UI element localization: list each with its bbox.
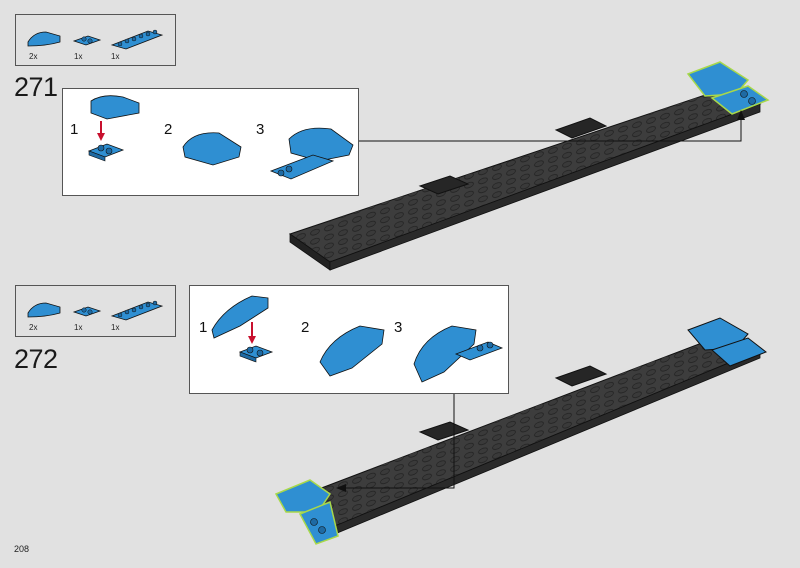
part-qty: 2x (29, 52, 38, 61)
curved-slope-brick-icon (27, 302, 61, 318)
sub-step-number: 1 (199, 319, 208, 336)
callout-line-271 (358, 116, 742, 142)
curved-slope-brick-icon (211, 295, 269, 339)
part-qty: 1x (111, 52, 120, 61)
callout-arrowhead-icon (336, 484, 346, 492)
curved-slope-and-plate-icon (413, 325, 504, 383)
parts-list-272: 2x 1x 1x (15, 285, 176, 337)
plate-1x2-icon (72, 35, 102, 46)
parts-list-271: 2x 1x 1x (15, 14, 176, 66)
red-arrowhead-icon (248, 336, 256, 344)
part-qty: 1x (74, 52, 83, 61)
part-qty: 1x (111, 323, 120, 332)
page-number: 208 (14, 544, 30, 554)
curved-slope-brick-icon (182, 132, 242, 166)
plate-1x2-icon (87, 143, 125, 162)
curved-slope-brick-icon (90, 95, 140, 120)
sub-assembly-272: 1 2 3 (189, 285, 509, 394)
curved-slope-brick-icon (27, 31, 61, 47)
sub-step-number: 2 (301, 319, 310, 336)
plate-1x2-icon (72, 306, 102, 317)
model-271 (288, 61, 770, 271)
sub-assembly-271: 1 2 3 (62, 88, 359, 196)
plate-1x6-icon (110, 300, 164, 321)
sub-step-number: 1 (70, 121, 79, 138)
plate-1x2-icon (238, 345, 274, 363)
sub-step-number: 2 (164, 121, 173, 138)
curved-slope-and-plate-icon (269, 127, 354, 180)
callout-arrowhead-icon (737, 110, 745, 120)
curved-slope-brick-icon (319, 325, 385, 377)
part-qty: 1x (74, 323, 83, 332)
plate-1x6-icon (110, 29, 164, 50)
red-arrowhead-icon (97, 133, 105, 141)
callout-line-272 (342, 394, 455, 489)
part-qty: 2x (29, 323, 38, 332)
sub-step-number: 3 (256, 121, 265, 138)
step-number: 272 (14, 344, 58, 374)
step-number: 271 (14, 72, 58, 102)
sub-step-number: 3 (394, 319, 403, 336)
model-272 (274, 317, 768, 545)
